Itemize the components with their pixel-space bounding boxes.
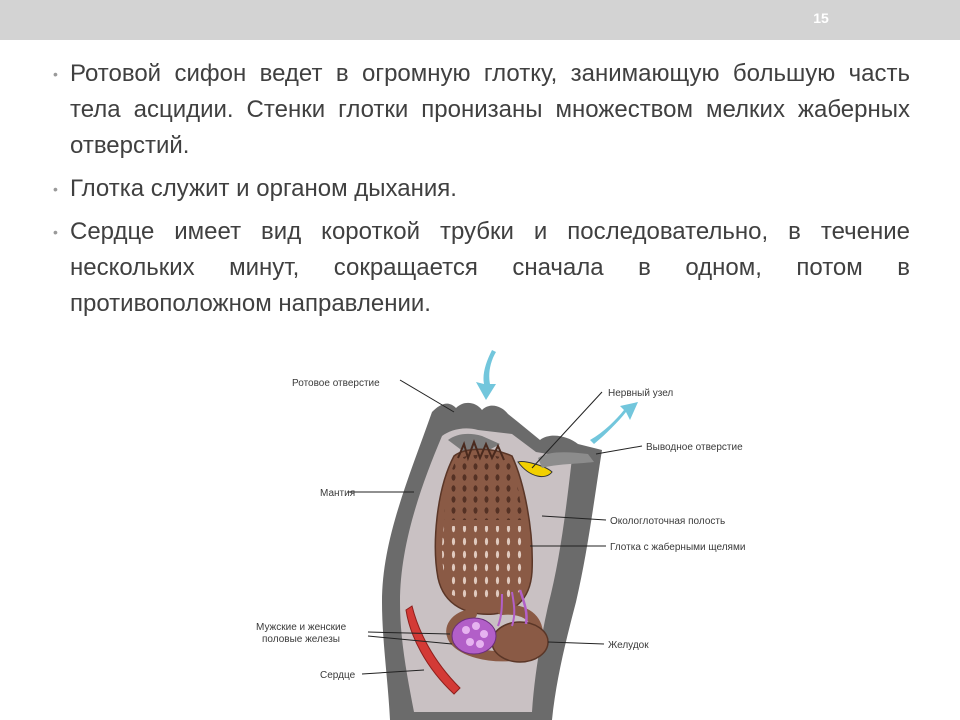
label-gonads-line1: Мужские и женские [256,622,347,633]
label-cavity: Окологлоточная полость [610,516,725,527]
bullet-dot-icon: • [53,224,58,240]
bullet-dot-icon: • [53,66,58,82]
label-ganglion: Нервный узел [608,388,673,399]
bullet-list: • Ротовой сифон ведет в огромную глотку,… [50,56,910,329]
bullet-item: • Сердце имеет вид короткой трубки и пос… [50,214,910,322]
bullet-dot-icon: • [53,181,58,197]
label-outlet: Выводное отверстие [646,442,743,453]
outflow-arrow-icon [590,402,638,444]
label-heart: Сердце [320,670,356,681]
gonads-shape [451,617,497,655]
header-band: 15 [0,0,960,40]
bullet-item: • Глотка служит и органом дыхания. [50,171,910,207]
bullet-text: Ротовой сифон ведет в огромную глотку, з… [70,60,910,159]
label-mantle: Мантия [320,488,355,499]
slide-number: 15 [813,10,829,26]
bullet-text: Глотка служит и органом дыхания. [70,175,457,202]
ascidian-anatomy-diagram: Ротовое отверстие Мантия Мужские и женск… [256,350,745,720]
label-stomach: Желудок [608,640,649,651]
bullet-item: • Ротовой сифон ведет в огромную глотку,… [50,56,910,164]
bullet-text: Сердце имеет вид короткой трубки и после… [70,218,910,317]
label-mouth: Ротовое отверстие [292,378,380,389]
label-pharynx: Глотка с жаберными щелями [610,541,745,553]
ganglion-shape [517,461,553,478]
inflow-arrow-icon [476,350,496,400]
stomach-shape [491,621,549,663]
label-gonads-line2: половые железы [262,634,340,645]
